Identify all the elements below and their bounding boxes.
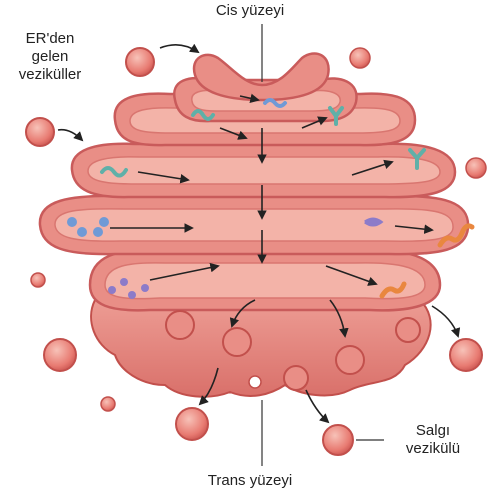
secretory-vesicle-label-line2: vezikülü — [388, 440, 478, 458]
vesicle-right-bottom — [450, 339, 482, 371]
vesicle-right-mid — [466, 158, 486, 178]
cis-face-label: Cis yüzeyi — [0, 2, 500, 20]
vesicle-right-top — [350, 48, 370, 68]
er-vesicles-label: ER'den gelen veziküller — [8, 30, 92, 84]
vesicle-budding-2 — [223, 328, 251, 356]
trans-face-label: Trans yüzeyi — [0, 472, 500, 490]
secretory-vesicle-label: Salgı vezikülü — [388, 422, 478, 458]
arrow-er-1 — [160, 45, 198, 52]
vesicle-er-2 — [26, 118, 54, 146]
vesicle-budding-5 — [396, 318, 420, 342]
cisterna-5 — [90, 250, 440, 311]
vesicle-secretory — [323, 425, 353, 455]
vesicle-budding-4 — [284, 366, 308, 390]
vesicle-left-small — [31, 273, 45, 287]
er-vesicles-label-line1: ER'den — [8, 30, 92, 48]
vesicle-budding-3 — [336, 346, 364, 374]
secretory-vesicle-label-line1: Salgı — [388, 422, 478, 440]
cis-cisterna-top — [194, 53, 329, 100]
vesicle-hole — [249, 376, 261, 388]
vesicle-budding-1 — [166, 311, 194, 339]
cisterna-3 — [72, 144, 455, 197]
vesicle-left-bottom — [44, 339, 76, 371]
arrow-exit-right — [432, 306, 458, 336]
vesicle-bottom-left — [176, 408, 208, 440]
vesicle-er-1 — [126, 48, 154, 76]
arrow-er-2 — [58, 130, 82, 140]
vesicle-small-2 — [101, 397, 115, 411]
er-vesicles-label-line3: veziküller — [8, 66, 92, 84]
er-vesicles-label-line2: gelen — [8, 48, 92, 66]
protein-purple — [365, 219, 381, 225]
